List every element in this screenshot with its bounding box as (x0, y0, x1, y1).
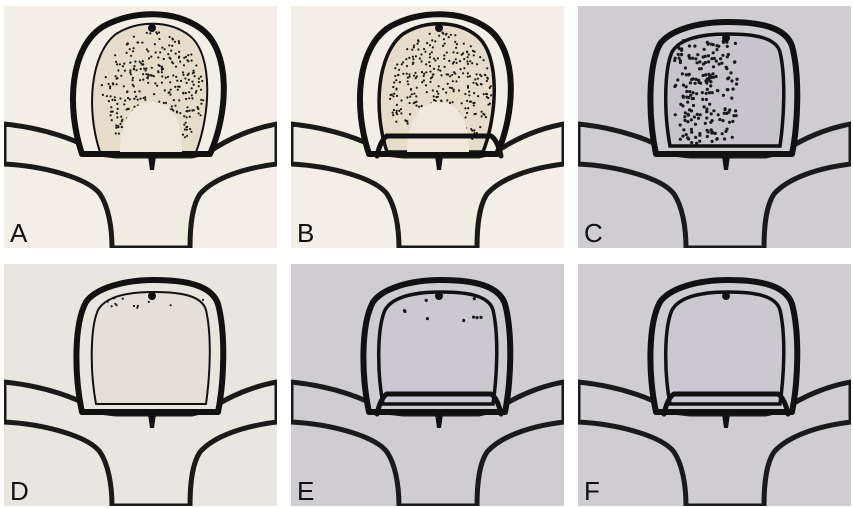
panel-e-label: E (297, 478, 314, 504)
panel-d: D (4, 264, 277, 506)
top-notch (435, 292, 443, 300)
panel-c-label: C (584, 220, 603, 246)
dome-inner-cavity (379, 292, 497, 404)
panel-b: B (291, 6, 564, 248)
top-notch (435, 24, 443, 32)
panel-d-label: D (10, 478, 29, 504)
panel-c: C (578, 6, 851, 248)
panel-e-illustration (291, 264, 564, 506)
dome-inner-cavity (666, 292, 784, 404)
panel-b-illustration (291, 6, 564, 248)
top-notch (722, 34, 730, 42)
panel-e: E (291, 264, 564, 506)
top-notch (148, 24, 156, 32)
dome-inner-cavity (92, 292, 210, 404)
panel-f: F (578, 264, 851, 506)
panel-a: A (4, 6, 277, 248)
panel-a-illustration (4, 6, 277, 248)
panel-d-illustration (4, 264, 277, 506)
panel-c-illustration (578, 6, 851, 248)
top-notch (148, 292, 156, 300)
panel-f-label: F (584, 478, 600, 504)
panel-f-illustration (578, 264, 851, 506)
panel-b-label: B (297, 220, 314, 246)
panel-a-label: A (10, 220, 27, 246)
top-notch (722, 292, 730, 300)
